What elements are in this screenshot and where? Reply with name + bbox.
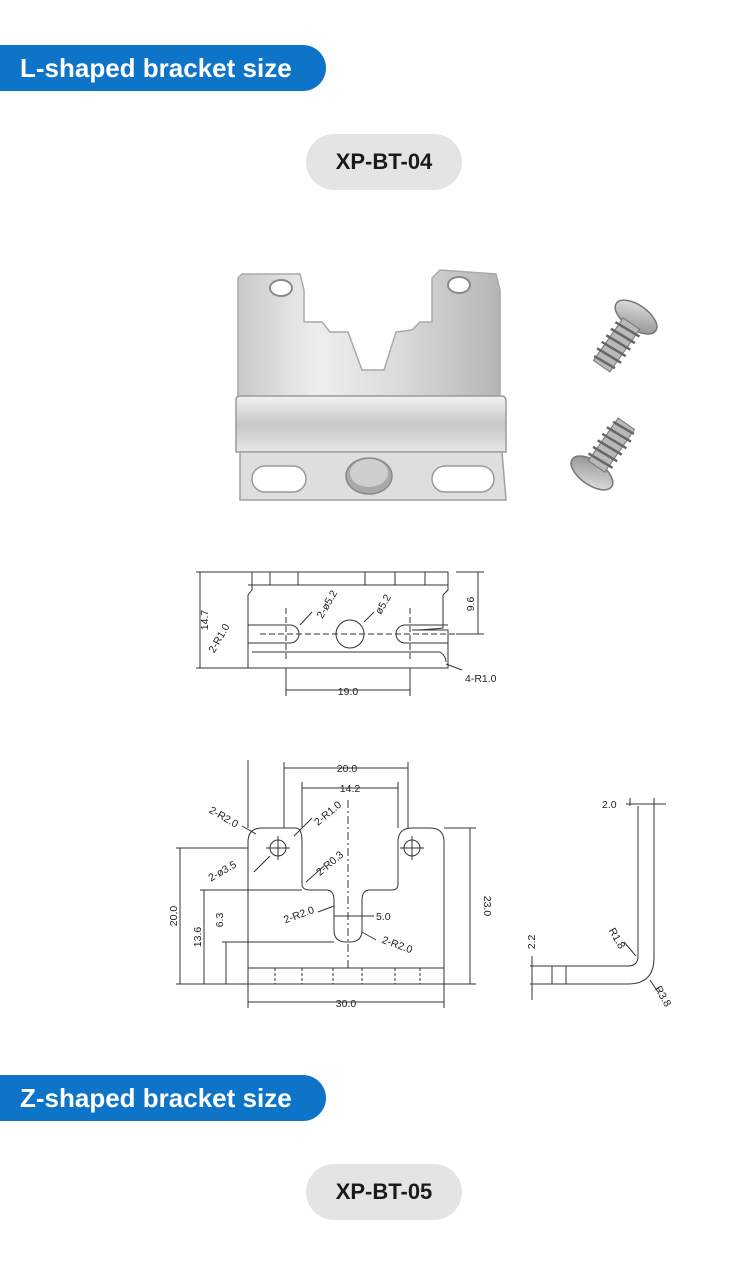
dim-label: 30.0 <box>336 998 357 1010</box>
section-title-z-bracket: Z-shaped bracket size <box>0 1075 326 1121</box>
dim-label: R1.8 <box>606 926 628 951</box>
section-title-l-bracket: L-shaped bracket size <box>0 45 326 91</box>
dim-label: 5.0 <box>376 911 391 923</box>
dim-label: 9.6 <box>465 597 477 612</box>
drawing-side-view <box>530 798 666 1000</box>
drawing-top-view <box>196 571 484 696</box>
dim-label: 14.2 <box>340 783 361 795</box>
dim-label: 19.0 <box>338 686 359 698</box>
dim-label: R3.8 <box>652 984 674 1009</box>
model-badge-xp-bt-05: XP-BT-05 <box>306 1164 462 1220</box>
dim-label: 6.3 <box>214 913 226 928</box>
dim-label: 2.2 <box>526 935 538 950</box>
dim-label: 20.0 <box>337 763 358 775</box>
dim-label: 2-ø3.5 <box>206 859 238 885</box>
dim-label: 20.0 <box>168 906 180 927</box>
dim-label: 13.6 <box>192 927 204 948</box>
dim-label: 2-R2.0 <box>282 904 316 926</box>
dim-label: 23.0 <box>481 896 493 917</box>
screw-icon <box>570 417 636 491</box>
dim-label: 2-R1.0 <box>312 799 344 829</box>
dim-label: 2-R0.3 <box>314 849 346 879</box>
bracket-photo <box>235 269 507 501</box>
dim-label: 14.7 <box>199 610 211 631</box>
dim-label: 2-R2.0 <box>207 804 240 830</box>
dim-label: ø5.2 <box>373 592 394 616</box>
dim-label: 4-R1.0 <box>465 673 497 685</box>
screw-icon <box>592 299 658 373</box>
dim-label: 2.0 <box>602 799 617 811</box>
dim-label: 2-R2.0 <box>380 934 414 956</box>
dim-label: 2-ø5.2 <box>315 588 341 620</box>
model-badge-xp-bt-04: XP-BT-04 <box>306 134 462 190</box>
drawing-front-view <box>176 760 476 1008</box>
